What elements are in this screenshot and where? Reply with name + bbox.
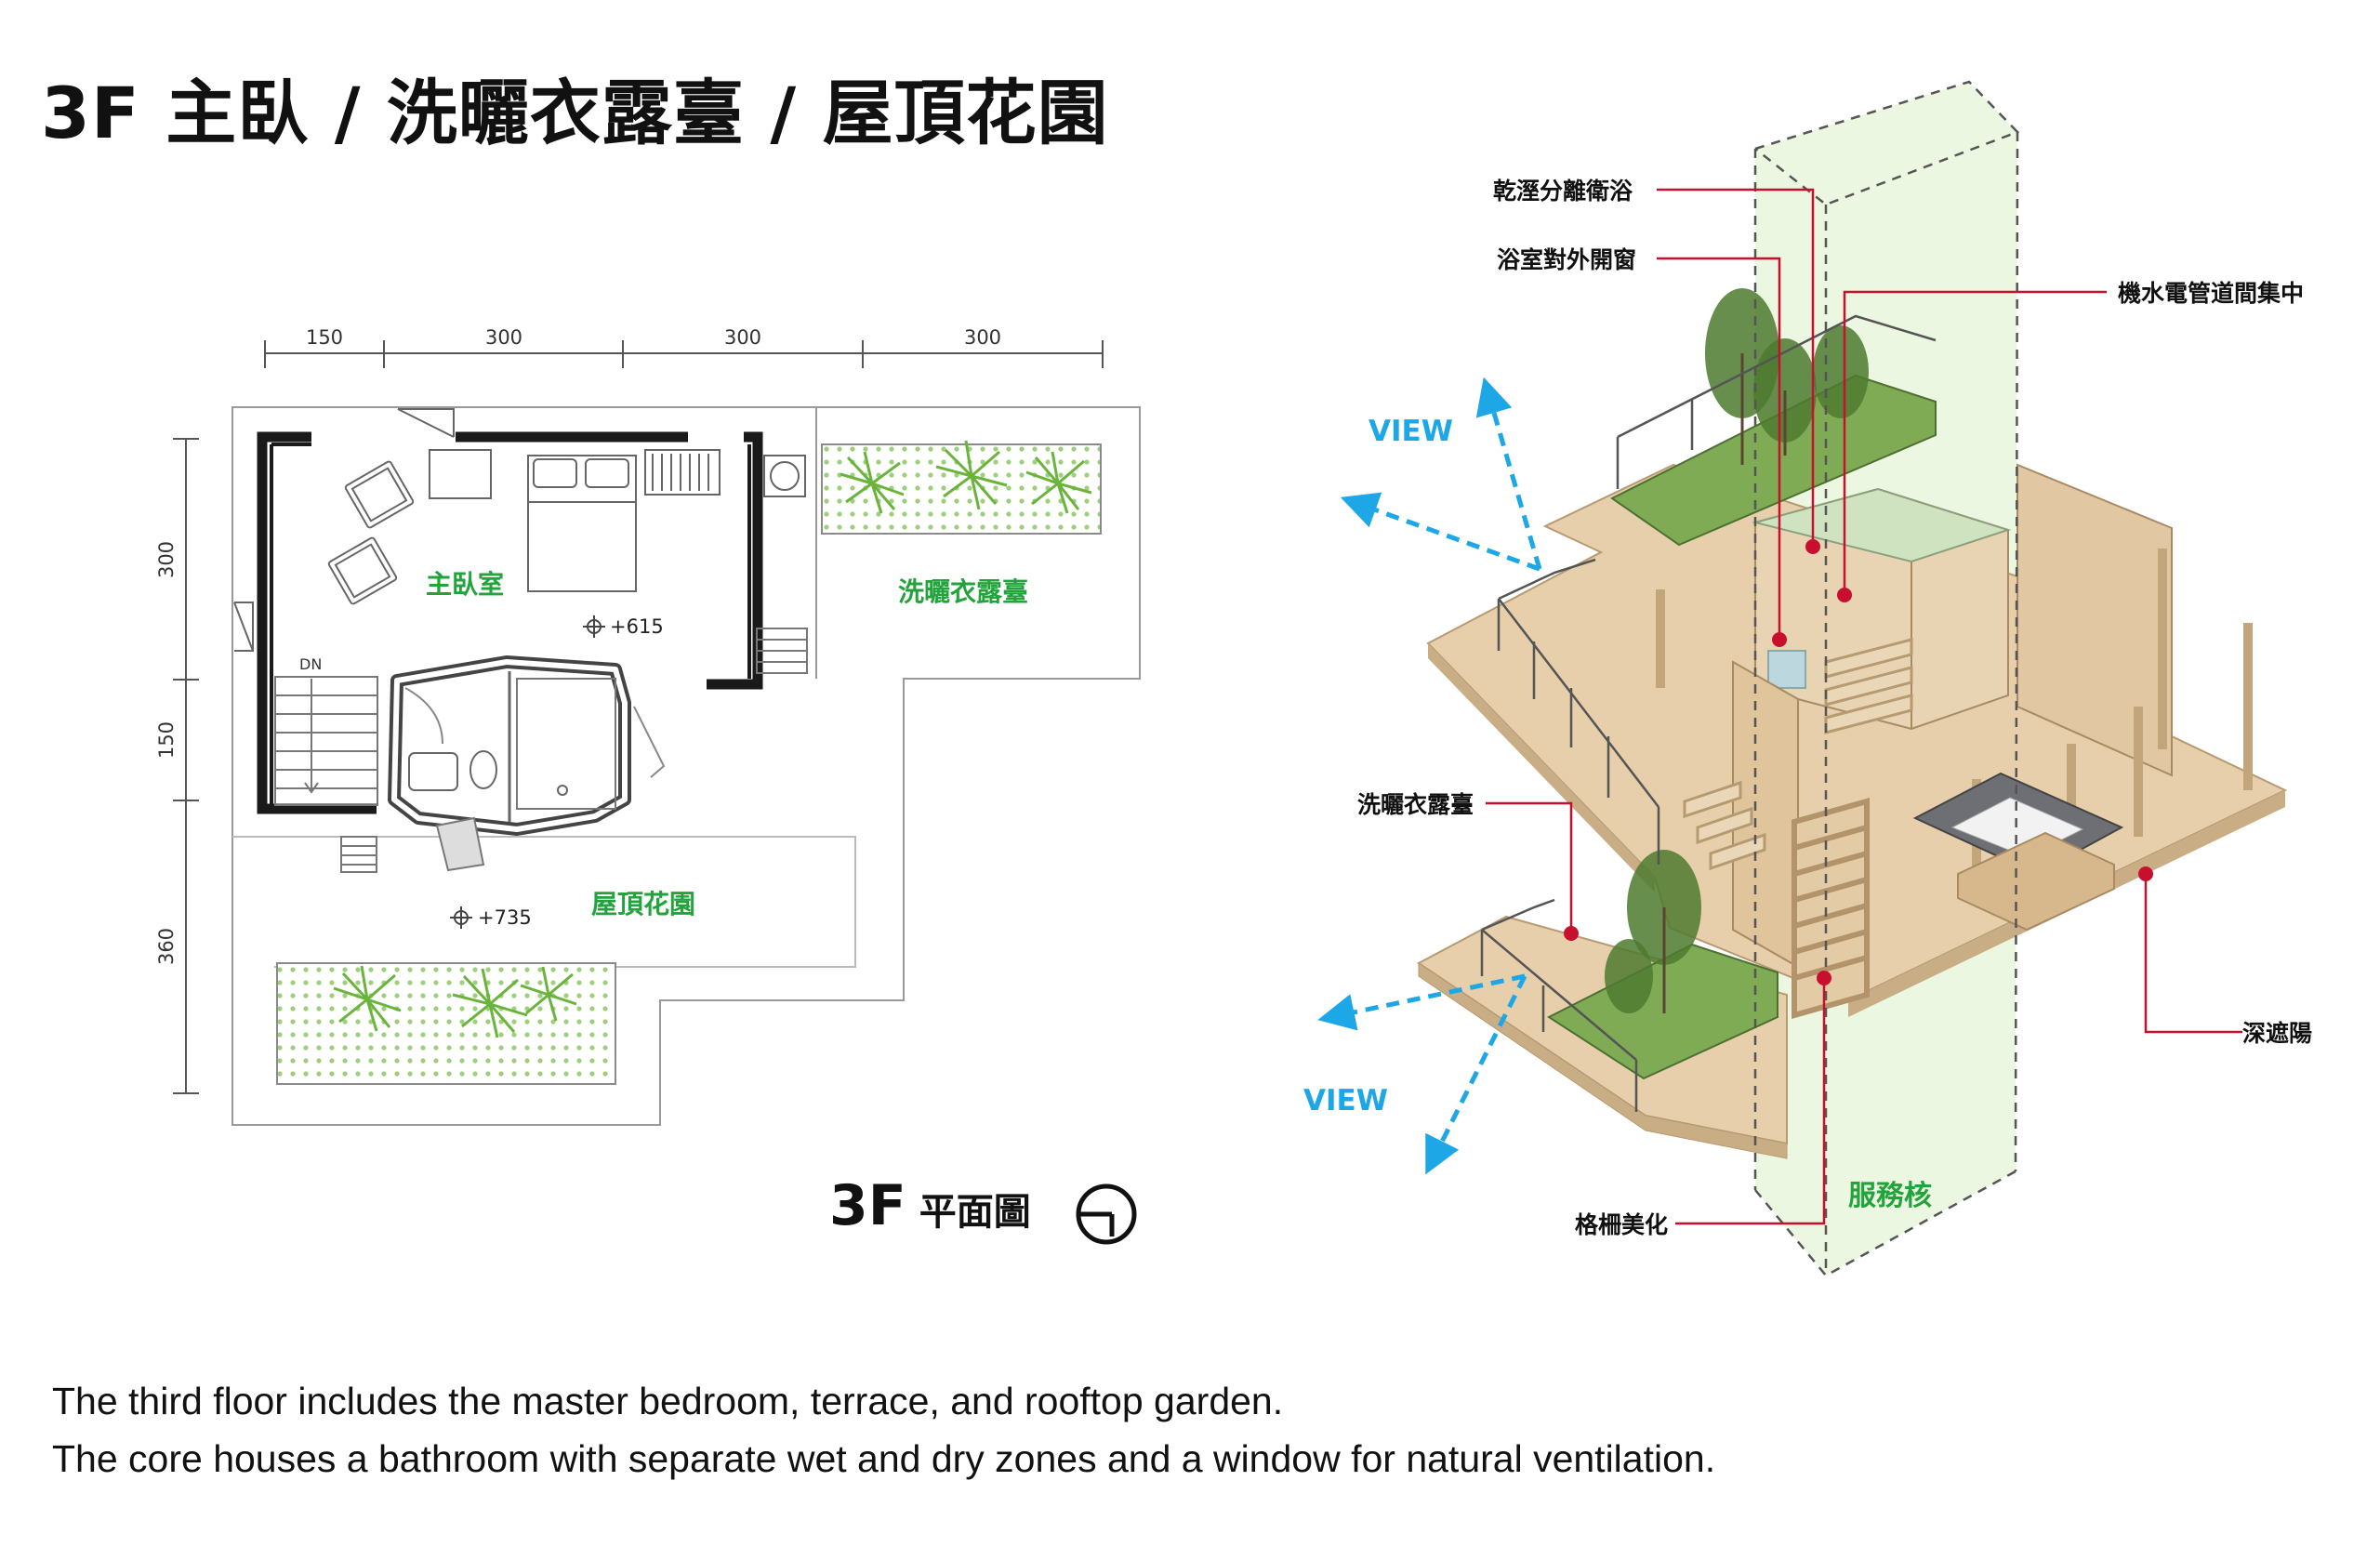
dimension-line-left: [173, 438, 199, 1094]
dimension-label: 150: [306, 326, 343, 349]
callout-dry-wet-bath: 乾溼分離衛浴: [1493, 178, 1633, 205]
toilet-icon: [469, 750, 497, 789]
service-core-outline: [1753, 80, 2020, 1277]
room-label-roof-garden: 屋頂花園: [591, 889, 695, 919]
callout-leader: [1486, 188, 2242, 1225]
stair-dn-label: DN: [299, 655, 322, 673]
description-line: The third floor includes the master bedr…: [52, 1380, 1284, 1422]
description: The third floor includes the master bedr…: [52, 1372, 1715, 1488]
drain-icon: [557, 785, 568, 796]
callout-grille: 格柵美化: [1575, 1211, 1668, 1238]
stair: [340, 628, 808, 873]
level-label: +735: [478, 906, 532, 929]
view-arrow-icon: [1317, 377, 1542, 1175]
walls: [270, 443, 751, 807]
north-arrow-icon: [1076, 1183, 1137, 1245]
walls: [257, 431, 763, 814]
dimension-label: 300: [155, 541, 178, 578]
core-window: [1767, 650, 1806, 689]
grille-screen: [1792, 798, 1870, 1019]
dimension-label: 150: [155, 721, 178, 759]
view-label: VIEW: [1303, 1084, 1388, 1117]
callout-dot: [1564, 539, 2153, 985]
callout-laundry-terrace: 洗曬衣露臺: [1357, 791, 1474, 818]
view-label: VIEW: [1368, 415, 1453, 448]
deck-upper-edge: [1428, 643, 1655, 892]
plan-caption: 3F 平面圖: [829, 1173, 1031, 1238]
stair: [1683, 638, 1913, 871]
sink-icon: [408, 752, 458, 791]
callout-mep-shaft: 機水電管道間集中: [2118, 280, 2304, 307]
dimension-label: 300: [724, 326, 761, 349]
door-panel: [435, 816, 485, 872]
room-label-master-bedroom: 主臥室: [426, 569, 504, 600]
core-pod-top: [1752, 487, 2012, 563]
core-label: 服務核: [1848, 1180, 1932, 1212]
planter-roof-garden: [276, 962, 616, 1085]
plant-icon: [333, 440, 1092, 1038]
dimension-label: 300: [964, 326, 1001, 349]
callout-bath-window: 浴室對外開窗: [1497, 246, 1636, 273]
railing: [1480, 314, 1937, 1112]
slab-outline: [231, 406, 1141, 1126]
plan-caption-text: 平面圖: [919, 1191, 1031, 1234]
furniture: [233, 408, 806, 652]
door-swing: [404, 687, 443, 745]
page-title: 3F 主臥 / 洗曬衣露臺 / 屋頂花園: [41, 72, 1109, 154]
callout-deep-shade: 深遮陽: [2242, 1020, 2312, 1047]
plan-caption-level: 3F: [829, 1173, 906, 1238]
shower-area: [516, 678, 616, 810]
stair: [274, 676, 378, 806]
deck-lower-edge: [1418, 962, 1788, 1159]
dimension-label: 300: [485, 326, 522, 349]
level-marker-icon: [450, 615, 605, 929]
description-line: The core houses a bathroom with separate…: [52, 1437, 1716, 1480]
door-swing: [633, 706, 666, 778]
room-label-laundry-terrace: 洗曬衣露臺: [898, 576, 1028, 607]
tree-trunk: [1662, 353, 1787, 1013]
dimension-line-top: [264, 340, 1104, 368]
bedside-table: [1957, 831, 2115, 932]
level-label: +615: [610, 615, 664, 638]
dimension-label: 360: [155, 928, 178, 965]
